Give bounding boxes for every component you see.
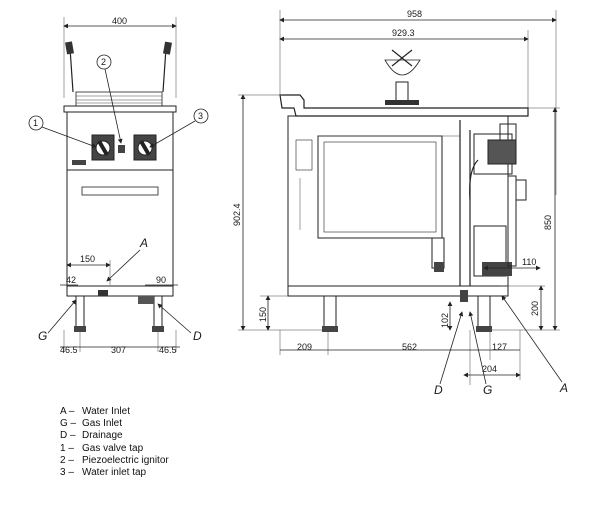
dim-front-width: 400 (112, 16, 127, 26)
label-g-front: G (38, 329, 47, 343)
dim-side-top: 929.3 (392, 28, 415, 38)
label-d-side: D (434, 383, 443, 397)
dim-work-height: 850 (543, 215, 553, 230)
legend-item: 1 –Gas valve tap (60, 442, 144, 454)
dim-drain-height: 102 (440, 313, 450, 328)
dim-inlet-offset: 150 (80, 254, 95, 264)
callout-2: 2 (101, 57, 106, 67)
dim-side-drain: 204 (482, 364, 497, 374)
dim-side-rear: 127 (492, 342, 507, 352)
dim-foot-span: 307 (111, 345, 126, 355)
dim-right-offset: 90 (156, 275, 166, 285)
legend: A –Water Inlet G –Gas Inlet D –Drainage … (60, 406, 169, 479)
dim-foot-left: 46.5 (60, 345, 78, 355)
label-a-side: A (559, 381, 568, 395)
legend-item: 2 –Piezoelectric ignitor (60, 454, 169, 466)
callout-1: 1 (33, 118, 38, 128)
dim-foot-right: 46.5 (159, 345, 177, 355)
legend-item: 3 –Water inlet tap (60, 467, 147, 479)
dim-feet-height: 150 (258, 307, 268, 322)
dim-gas-height: 200 (530, 301, 540, 316)
dim-side-mid: 562 (402, 342, 417, 352)
dim-left-offset: 42 (66, 275, 76, 285)
label-g-side: G (483, 383, 492, 397)
label-d-front: D (193, 329, 202, 343)
dim-side-front: 209 (297, 342, 312, 352)
legend-item: G –Gas Inlet (60, 418, 123, 430)
dim-overall-height: 902.4 (232, 203, 242, 226)
dim-side-total: 958 (407, 9, 422, 19)
side-view: 958 929.3 (232, 9, 568, 397)
legend-item: D –Drainage (60, 430, 123, 442)
front-view: 400 1 2 3 A (28, 16, 209, 355)
legend-item: A –Water Inlet (60, 406, 130, 417)
label-a-front: A (139, 236, 148, 250)
dim-side-water: 110 (522, 257, 536, 267)
callout-3: 3 (198, 111, 203, 121)
